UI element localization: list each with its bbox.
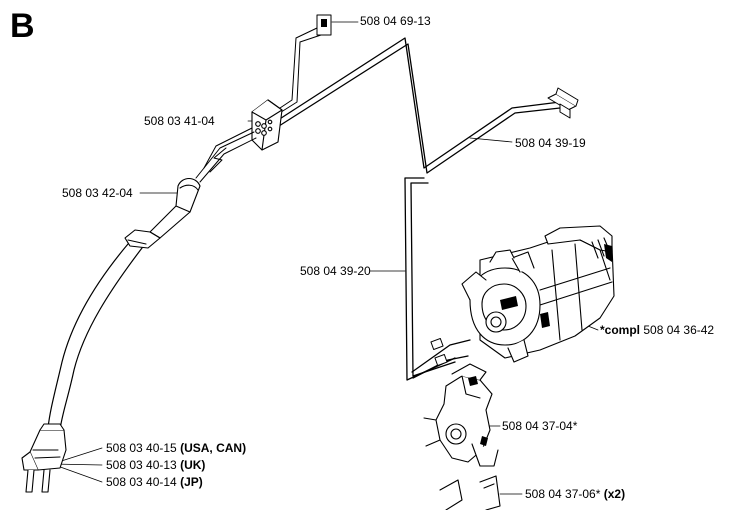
label-brush-holder: 508 04 37-04* [502,419,578,433]
brush-holder-shading [468,376,488,446]
power-cord-drawing [47,243,143,431]
cord-usa-region: (USA, CAN) [180,441,247,455]
brush-holder-drawing [423,363,499,467]
switch-connector-drawing [273,14,332,115]
label-lead-short: 508 04 39-19 [515,136,586,150]
label-switch-connector: 508 04 69-13 [360,14,431,28]
plug-drawing [21,423,67,493]
cord-jp-region: (JP) [180,475,203,489]
cord-jp-part-number: 508 03 40-14 [106,475,177,489]
motor-drawing [461,225,615,363]
motor-shading [500,244,612,328]
label-cord-uk: 508 03 40-13 (UK) [106,458,205,472]
motor-part-number: 508 04 36-42 [643,323,715,337]
label-cord-usa: 508 03 40-15 (USA, CAN) [106,441,246,455]
motor-prefix: *compl [600,323,641,337]
brush-part-number: 508 04 37-06* [525,487,601,501]
cord-usa-part-number: 508 03 40-15 [106,441,177,455]
label-cord-jp: 508 03 40-14 (JP) [106,475,203,489]
label-lead-long: 508 04 39-20 [300,264,371,278]
brushes-drawing [439,475,501,510]
cable-gland-drawing [124,177,201,249]
switch-drawing [251,99,283,151]
label-motor: *compl 508 04 36-42 [600,323,714,337]
switch-leads [195,127,257,183]
cord-uk-region: (UK) [180,458,206,472]
brush-quantity: (x2) [603,487,626,501]
label-brush: 508 04 37-06* (x2) [525,487,625,501]
cord-uk-part-number: 508 03 40-13 [106,458,177,472]
terminal-clips [430,338,448,366]
label-switch: 508 03 41-04 [144,114,215,128]
section-letter: B [10,7,35,45]
label-cable-gland: 508 03 42-04 [62,186,133,200]
wire-harness-drawing [274,37,561,381]
right-connector-drawing [547,87,579,119]
